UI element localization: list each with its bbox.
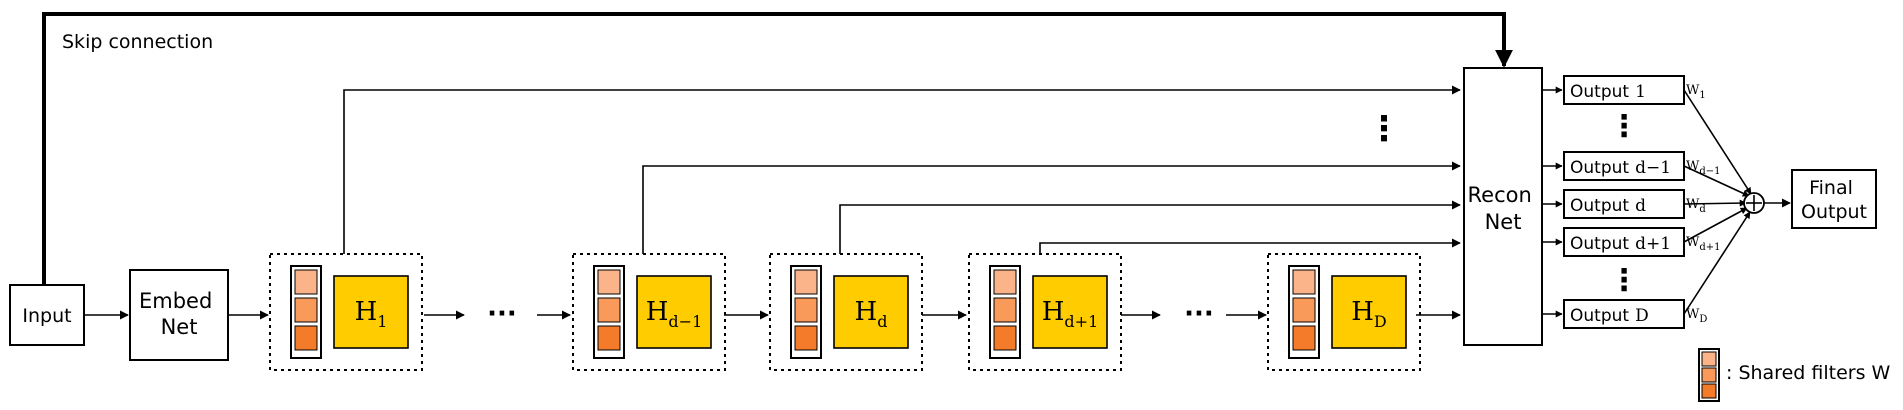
weight-to-sum-arrow — [1683, 211, 1751, 315]
recon-net-label: Recon Net — [1468, 183, 1539, 234]
block-frame — [572, 253, 726, 371]
chain-ellipsis: ··· — [487, 299, 517, 329]
weight-label: Wd−1 — [1686, 159, 1721, 177]
h-block — [1331, 275, 1407, 349]
block-frame — [968, 253, 1122, 371]
filter-dark — [1292, 325, 1316, 351]
filter-dark — [794, 325, 818, 351]
filter-mid — [597, 297, 621, 323]
embed-net-label: Embed Net — [139, 289, 219, 339]
feed-vertical-ellipsis: ⋮ — [1367, 109, 1401, 149]
block-frame — [1267, 253, 1421, 371]
recursive-block: Hd — [769, 253, 923, 371]
chain-ellipsis: ··· — [1184, 299, 1214, 329]
h-block-label: HD — [1351, 297, 1387, 331]
output-box — [1563, 75, 1685, 105]
legend-label: : Shared filters W — [1726, 362, 1891, 384]
hd-feed-line — [839, 200, 1461, 254]
output-box — [1563, 227, 1685, 257]
h1-feed-line — [343, 85, 1461, 254]
block-chain: ··· ··· — [424, 299, 1461, 329]
filter-mid — [993, 297, 1017, 323]
final-output-box — [1791, 169, 1877, 229]
embed-net-box — [129, 269, 229, 361]
weight-label: W1 — [1686, 83, 1706, 101]
filter-mid — [1292, 297, 1316, 323]
filter-dark — [993, 325, 1017, 351]
output-vertical-ellipsis: ⋮ — [1609, 263, 1639, 298]
block-frame — [269, 253, 423, 371]
weight-to-sum-arrow — [1683, 165, 1750, 197]
recursive-block: Hd−1 — [572, 253, 726, 371]
filter-dark — [294, 325, 318, 351]
filter-light — [794, 269, 818, 295]
weight-to-sum-arrow — [1683, 199, 1747, 207]
weight-label: WD — [1686, 307, 1707, 325]
recon-feed-lines: ⋮ — [343, 85, 1461, 254]
h-block-label: H1 — [355, 297, 388, 331]
legend: : Shared filters W — [1698, 348, 1891, 402]
filter-mid — [294, 297, 318, 323]
h-block — [333, 275, 409, 349]
recon-net-box — [1463, 67, 1543, 346]
h-block-label: Hd+1 — [1042, 297, 1099, 331]
filter-mid — [794, 297, 818, 323]
filter-light — [1292, 269, 1316, 295]
h-block-label: Hd−1 — [646, 297, 703, 331]
hd-1-feed-line — [642, 161, 1461, 254]
filter-light — [294, 269, 318, 295]
skip-connection-label: Skip connection — [62, 31, 213, 53]
final-output-label: Final Output — [1801, 177, 1867, 223]
h-block — [833, 275, 909, 349]
h-block — [636, 275, 712, 349]
weight-to-sum-arrow — [1683, 89, 1752, 195]
recursive-blocks-layer: H1 Hd−1 Hd Hd+1 HD — [269, 253, 1421, 371]
recursive-block: H1 — [269, 253, 423, 371]
legend-filter-light — [1701, 351, 1717, 367]
weight-to-sum-arrow — [1683, 207, 1748, 243]
input-label: Input — [22, 305, 71, 327]
filter-light — [993, 269, 1017, 295]
output-vertical-ellipsis: ⋮ — [1609, 109, 1639, 144]
input-box — [9, 284, 85, 346]
weight-label: Wd — [1686, 197, 1706, 215]
hd+1-feed-line — [1039, 238, 1461, 254]
output-box — [1563, 189, 1685, 219]
h-block-label: Hd — [855, 297, 888, 331]
legend-filter-mid — [1701, 367, 1717, 383]
block-frame — [769, 253, 923, 371]
legend-filter-dark — [1701, 383, 1717, 399]
filter-dark — [597, 325, 621, 351]
filter-light — [597, 269, 621, 295]
recursive-block: Hd+1 — [968, 253, 1122, 371]
skip-connection-line — [42, 12, 1513, 285]
h-block — [1032, 275, 1108, 349]
recursive-block: HD — [1267, 253, 1421, 371]
